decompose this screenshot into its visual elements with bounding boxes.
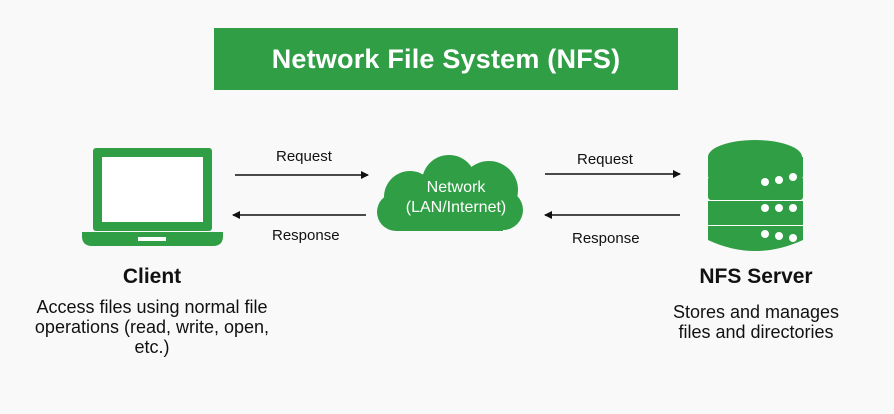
title-banner: Network File System (NFS) <box>214 28 678 90</box>
server-response-label: Response <box>572 230 640 247</box>
diagram-title: Network File System (NFS) <box>271 43 621 74</box>
network-label-line2: (LAN/Internet) <box>405 199 507 216</box>
client-name: Client <box>122 265 182 288</box>
server-description: Stores and manages files and directories <box>672 302 840 342</box>
client-response-label: Response <box>272 227 340 244</box>
server-icon <box>708 140 803 251</box>
network-label: Network (LAN/Internet) <box>376 178 536 218</box>
server-name: NFS Server <box>699 265 813 288</box>
cloud-icon <box>377 155 523 231</box>
client-description: Access files using normal file operation… <box>34 297 270 357</box>
client-request-label: Request <box>276 148 332 165</box>
network-label-line1: Network <box>426 179 486 196</box>
server-request-label: Request <box>577 151 633 168</box>
laptop-icon <box>82 148 223 246</box>
